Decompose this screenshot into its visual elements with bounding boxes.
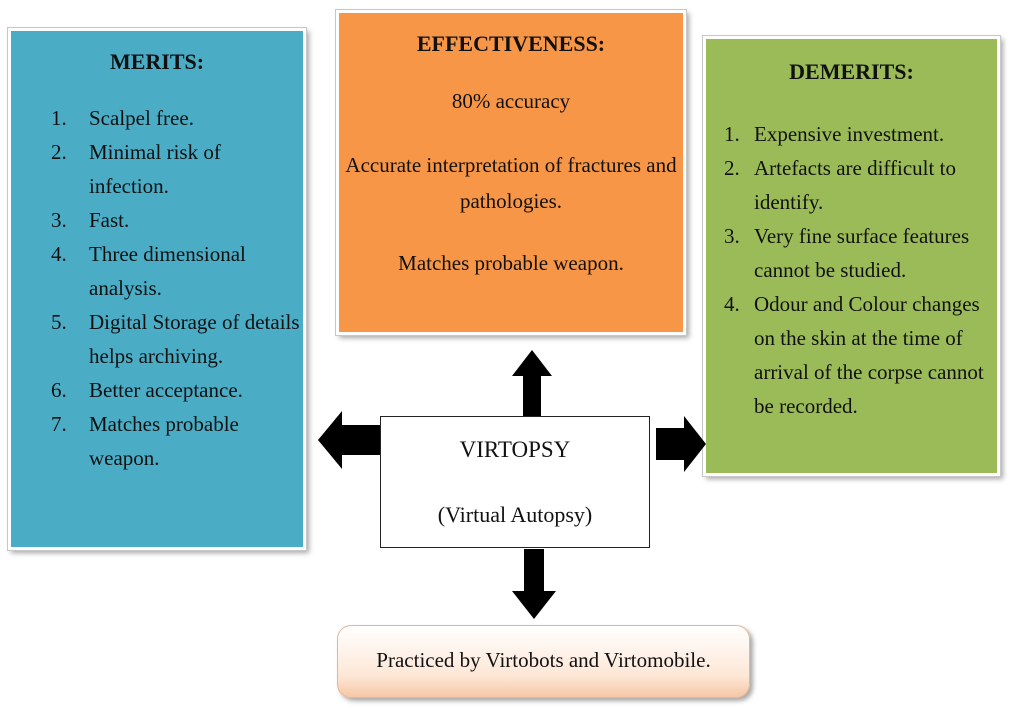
- effectiveness-box: EFFECTIVENESS: 80% accuracy Accurate int…: [335, 9, 687, 336]
- demerits-box: DEMERITS: 1.Expensive investment. 2.Arte…: [702, 35, 1001, 477]
- effectiveness-accuracy: 80% accuracy: [451, 89, 571, 113]
- arrow-up-icon: [512, 350, 552, 422]
- list-item: 4.Odour and Colour changes on the skin a…: [724, 292, 984, 418]
- list-item: 2.Artefacts are difficult to identify.: [724, 156, 956, 214]
- virtopsy-box: VIRTOPSY (Virtual Autopsy): [380, 416, 650, 548]
- arrow-right-icon: [656, 416, 706, 472]
- demerits-title: DEMERITS:: [789, 59, 914, 84]
- list-item: 5.Digital Storage of details helps archi…: [51, 310, 300, 368]
- arrow-left-icon: [318, 411, 380, 469]
- merits-box: MERITS: 1.Scalpel free. 2.Minimal risk o…: [7, 27, 307, 551]
- effectiveness-weapon: Matches probable weapon.: [398, 251, 624, 275]
- list-item: 1.Scalpel free.: [51, 106, 194, 130]
- merits-title: MERITS:: [109, 49, 205, 74]
- virtopsy-subtitle: (Virtual Autopsy): [437, 502, 593, 527]
- merits-list: 1.Scalpel free. 2.Minimal risk of infect…: [51, 101, 301, 475]
- virtopsy-title: VIRTOPSY: [459, 437, 571, 462]
- list-item: 7.Matches probable weapon.: [51, 412, 239, 470]
- arrow-down-icon: [512, 549, 556, 619]
- list-item: 2.Minimal risk of infection.: [51, 140, 221, 198]
- effectiveness-title: EFFECTIVENESS:: [416, 31, 606, 56]
- demerits-list: 1.Expensive investment. 2.Artefacts are …: [724, 117, 994, 423]
- list-item: 3.Fast.: [51, 208, 130, 232]
- effectiveness-interpretation-line1: Accurate interpretation of fractures and: [345, 153, 677, 177]
- list-item: 1.Expensive investment.: [724, 122, 945, 146]
- practiced-box: Practiced by Virtobots and Virtomobile.: [337, 625, 750, 698]
- practiced-text: Practiced by Virtobots and Virtomobile.: [376, 648, 711, 672]
- effectiveness-interpretation-line2: pathologies.: [459, 189, 563, 213]
- list-item: 6.Better acceptance.: [51, 378, 243, 402]
- list-item: 3.Very fine surface features cannot be s…: [724, 224, 970, 282]
- list-item: 4.Three dimensional analysis.: [51, 242, 246, 300]
